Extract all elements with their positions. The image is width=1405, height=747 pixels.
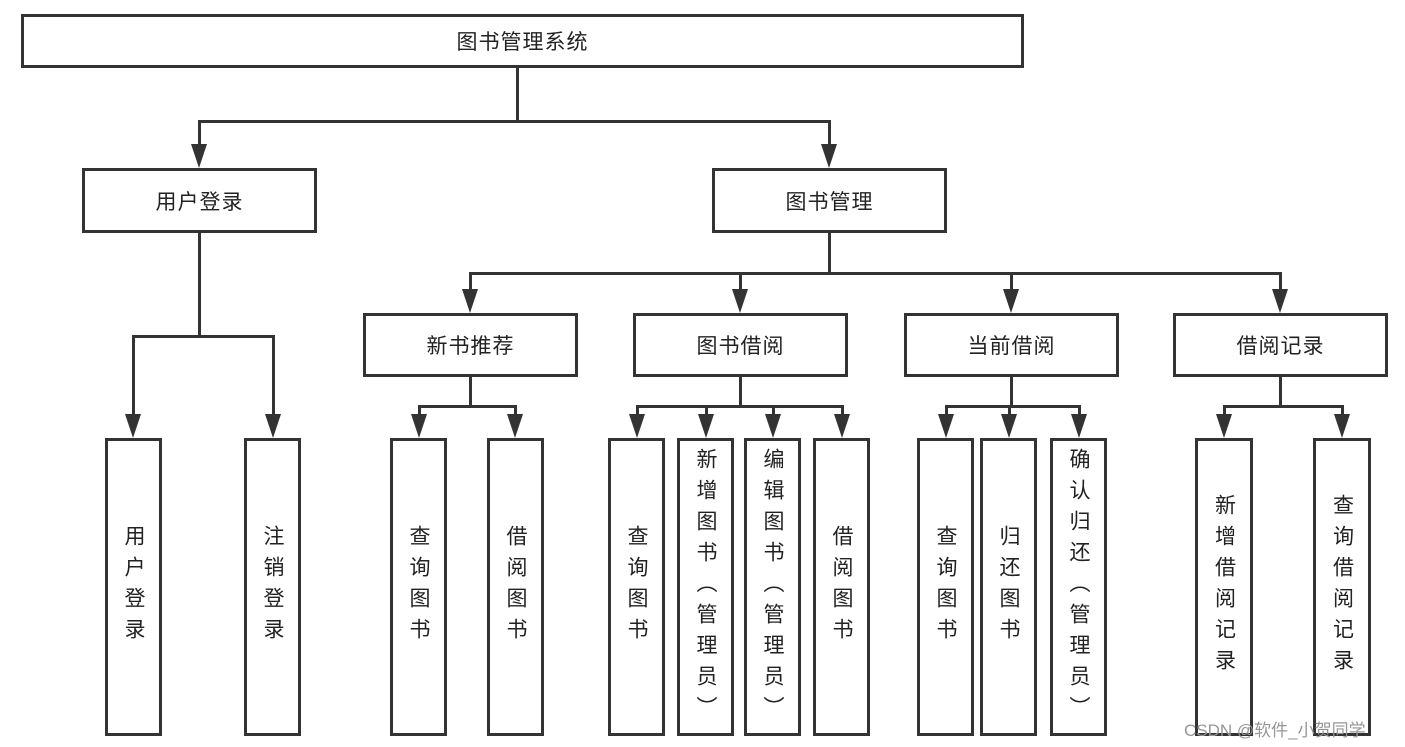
connector-line <box>828 120 831 148</box>
leaf-confirm-return-admin: 确认归还（管理员） <box>1050 438 1107 736</box>
connector-line <box>945 405 948 416</box>
connector-line <box>272 335 275 417</box>
arrow-down <box>1272 289 1288 313</box>
node-label: 借阅记录 <box>1236 335 1325 358</box>
node-library-management-system: 图书管理系统 <box>21 14 1024 68</box>
arrow-down <box>1071 414 1087 438</box>
leaf-query-books-current: 查询图书 <box>917 438 974 736</box>
arrow-down <box>1003 289 1019 313</box>
arrow-down <box>834 414 850 438</box>
arrow-down <box>191 144 207 168</box>
connector-line <box>1008 405 1011 416</box>
connector-line <box>841 405 844 416</box>
connector-line <box>828 233 831 275</box>
connector-line <box>1010 272 1013 292</box>
connector-line <box>469 272 472 292</box>
node-book-management: 图书管理 <box>712 168 947 233</box>
connector-line <box>1078 405 1081 416</box>
connector-line <box>636 405 639 416</box>
leaf-add-borrow-record: 新增借阅记录 <box>1195 438 1253 736</box>
node-label: 图书管理系统 <box>456 31 589 54</box>
leaf-label: 查询借阅记录 <box>1330 494 1354 680</box>
arrow-down <box>1001 414 1017 438</box>
connector-line <box>469 375 472 408</box>
connector-line <box>1279 375 1282 408</box>
connector-line <box>469 272 1282 275</box>
connector-line <box>739 375 742 408</box>
connector-line <box>198 120 831 123</box>
leaf-return-books: 归还图书 <box>980 438 1037 736</box>
node-label: 用户登录 <box>155 190 244 214</box>
arrow-down <box>411 414 427 438</box>
leaf-query-books-borrowing: 查询图书 <box>608 438 665 736</box>
leaf-label: 查询图书 <box>625 525 648 649</box>
watermark: CSDN @软件_小贺同学 <box>1184 721 1366 740</box>
leaf-label: 编辑图书（管理员） <box>761 447 784 727</box>
node-current-borrowing: 当前借阅 <box>904 313 1119 377</box>
leaf-label: 注销登录 <box>261 525 284 649</box>
connector-line <box>705 405 708 416</box>
arrow-down <box>629 414 645 438</box>
arrow-down <box>765 414 781 438</box>
leaf-borrow-books-recommend: 借阅图书 <box>487 438 544 736</box>
node-label: 图书借阅 <box>696 335 785 358</box>
connector-line <box>418 405 517 408</box>
connector-line <box>132 335 275 338</box>
connector-line <box>739 272 742 292</box>
leaf-label: 新增借阅记录 <box>1212 494 1236 680</box>
connector-line <box>514 405 517 416</box>
leaf-label: 用户登录 <box>122 525 145 649</box>
node-label: 当前借阅 <box>967 335 1056 358</box>
arrow-down <box>265 414 281 438</box>
arrow-down <box>821 144 837 168</box>
leaf-borrow-books-borrowing: 借阅图书 <box>813 438 870 736</box>
leaf-user-login: 用户登录 <box>105 438 162 736</box>
node-label: 新书推荐 <box>426 335 515 358</box>
arrow-down <box>507 414 523 438</box>
connector-line <box>772 405 775 416</box>
leaf-logout: 注销登录 <box>244 438 301 736</box>
leaf-query-borrow-record: 查询借阅记录 <box>1313 438 1371 736</box>
node-label: 图书管理 <box>785 190 874 214</box>
connector-line <box>198 120 201 148</box>
arrow-down <box>1216 414 1232 438</box>
leaf-label: 查询图书 <box>934 525 957 649</box>
arrow-down <box>698 414 714 438</box>
arrow-down <box>125 414 141 438</box>
node-user-login: 用户登录 <box>82 168 317 233</box>
connector-line <box>1223 405 1226 416</box>
connector-line <box>516 66 519 123</box>
leaf-label: 归还图书 <box>997 525 1020 649</box>
arrow-down <box>938 414 954 438</box>
connector-line <box>1341 405 1344 416</box>
connector-line <box>418 405 421 416</box>
connector-line <box>132 335 135 417</box>
arrow-down <box>462 289 478 313</box>
connector-line <box>636 405 843 408</box>
node-borrowing-records: 借阅记录 <box>1173 313 1388 377</box>
leaf-label: 查询图书 <box>407 525 430 649</box>
node-book-borrowing: 图书借阅 <box>633 313 848 377</box>
leaf-query-books-recommend: 查询图书 <box>390 438 447 736</box>
leaf-label: 确认归还（管理员） <box>1067 447 1090 727</box>
connector-line <box>1223 405 1343 408</box>
connector-line <box>198 233 201 338</box>
node-new-book-recommendation: 新书推荐 <box>363 313 578 377</box>
connector-line <box>1010 375 1013 408</box>
connector-line <box>945 405 1080 408</box>
connector-line <box>1279 272 1282 292</box>
arrow-down <box>732 289 748 313</box>
leaf-edit-books-admin: 编辑图书（管理员） <box>744 438 801 736</box>
leaf-add-books-admin: 新增图书（管理员） <box>677 438 734 736</box>
leaf-label: 新增图书（管理员） <box>694 447 717 727</box>
arrow-down <box>1334 414 1350 438</box>
leaf-label: 借阅图书 <box>830 525 853 649</box>
leaf-label: 借阅图书 <box>504 525 527 649</box>
